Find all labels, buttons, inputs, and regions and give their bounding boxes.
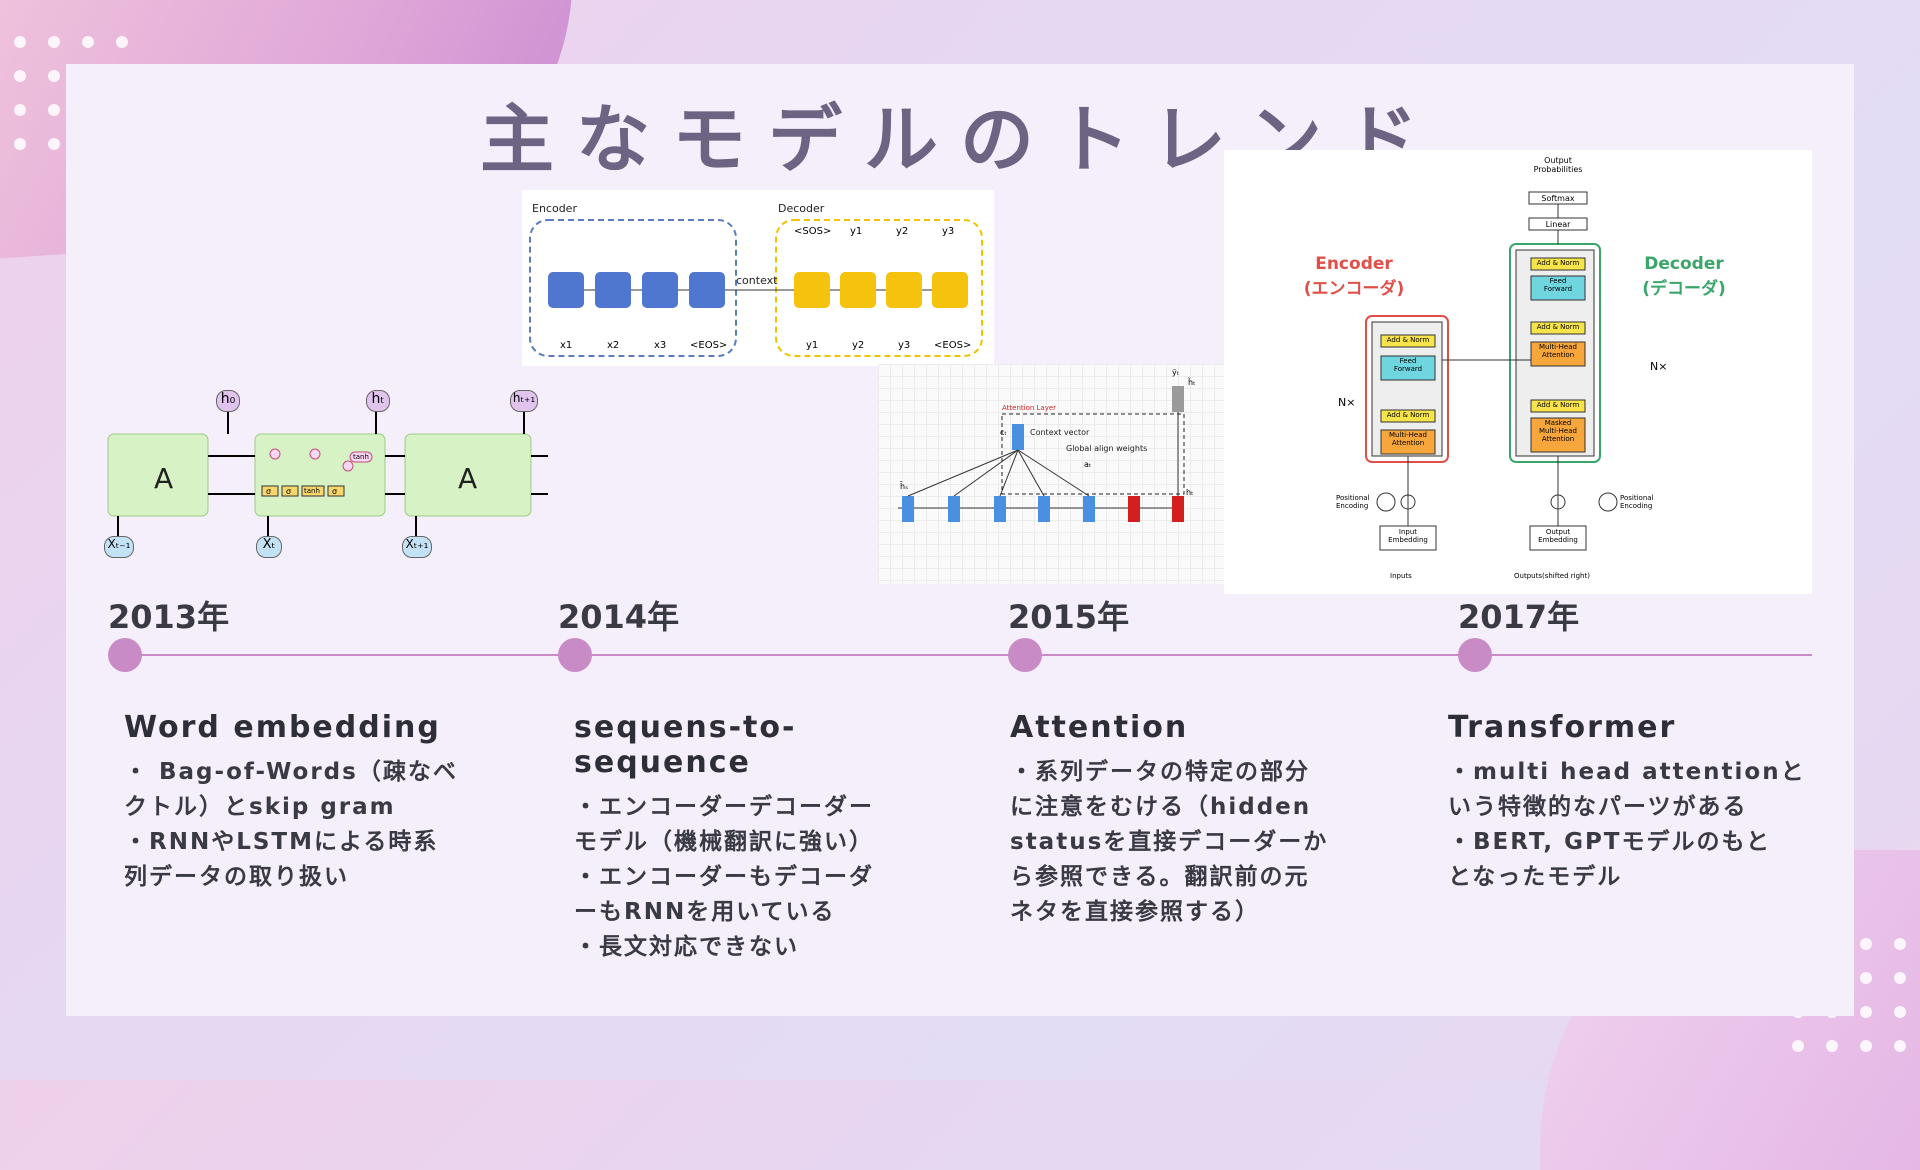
entry-heading: Transformer [1448, 710, 1677, 745]
transformer-pos-enc-left: Positional Encoding [1336, 494, 1370, 510]
seq2seq-dec-in-2: y2 [852, 340, 865, 351]
seq2seq-enc-in-2: x2 [607, 340, 620, 351]
transformer-enc-feed-forward: Feed Forward [1393, 357, 1423, 373]
transformer-nx-left: N× [1338, 396, 1356, 409]
attention-diagram: Attention Layer Context vector Global al… [878, 364, 1224, 584]
entry-body: ・エンコーダーデコーダー モデル（機械翻訳に強い） ・エンコーダーもデコーダ ー… [574, 794, 874, 960]
attention-weights-label: Global align weights [1066, 444, 1148, 453]
transformer-output-probabilities: Output Probabilities [1533, 156, 1583, 174]
seq2seq-context-label: context [736, 274, 778, 287]
rnn-block-label-right: A [458, 462, 478, 495]
rnn-input-xt: Xₜ [256, 536, 282, 558]
timeline-year-2015: 2015年 [1008, 598, 1130, 636]
transformer-dec-feed-forward: Feed Forward [1543, 277, 1573, 293]
rnn-block-label-left: A [154, 462, 174, 495]
transformer-encoder-title: Encoder (エンコーダ) [1303, 254, 1405, 299]
timeline-node-2017 [1458, 638, 1492, 672]
rnn-diagram: A A h₀ hₜ hₜ₊₁ Xₜ₋₁ Xₜ Xₜ₊₁ σ σ tanh σ t… [100, 386, 550, 562]
timeline-year-2013: 2013年 [108, 598, 230, 636]
attention-hs-label: h̄ₛ [900, 482, 909, 491]
seq2seq-dec-out-2: y1 [850, 226, 863, 237]
attention-ct-label: cₜ [1000, 428, 1007, 437]
seq2seq-diagram: Encoder Decoder context x1 x2 x3 <EOS> <… [522, 190, 994, 366]
seq2seq-dec-in-4: <EOS> [934, 340, 972, 351]
rnn-gate-4: σ [332, 487, 338, 496]
transformer-pos-enc-right: Positional Encoding [1620, 494, 1654, 510]
transformer-softmax: Softmax [1541, 194, 1575, 203]
transformer-nx-right: N× [1650, 360, 1668, 373]
timeline-node-2015 [1008, 638, 1042, 672]
timeline-node-2014 [558, 638, 592, 672]
rnn-gate-3: tanh [304, 487, 320, 495]
timeline-entry-2015: Attention ・系列データの特定の部分 に注意をむける（hidden st… [1010, 710, 1390, 930]
transformer-linear: Linear [1545, 220, 1571, 229]
transformer-dec-add-norm-2: Add & Norm [1536, 323, 1580, 331]
timeline-entry-2017: Transformer ・multi head attentionと いう特徴的… [1448, 710, 1828, 895]
timeline-entry-2014: sequens-to-sequence ・エンコーダーデコーダー モデル（機械翻… [574, 710, 954, 965]
seq2seq-dec-in-3: y3 [898, 340, 911, 351]
seq2seq-dec-in-1: y1 [806, 340, 819, 351]
transformer-dec-add-norm-3: Add & Norm [1536, 401, 1580, 409]
rnn-gate-1: σ [266, 487, 272, 496]
entry-heading: sequens-to-sequence [574, 710, 797, 780]
transformer-diagram: Output Probabilities Softmax Linear Enco… [1224, 150, 1812, 594]
transformer-enc-add-norm-1: Add & Norm [1386, 336, 1430, 344]
seq2seq-enc-in-1: x1 [560, 340, 573, 351]
timeline-line [124, 654, 1812, 656]
seq2seq-dec-out-1: <SOS> [794, 226, 832, 237]
seq2seq-enc-in-4: <EOS> [690, 340, 728, 351]
entry-body: ・multi head attentionと いう特徴的なパーツがある ・BER… [1448, 759, 1806, 890]
transformer-decoder-title: Decoder (デコーダ) [1642, 254, 1726, 299]
seq2seq-decoder-label: Decoder [778, 202, 825, 215]
attention-context-vector-label: Context vector [1030, 428, 1090, 437]
attention-ht-tilde-label: h̃ₜ [1188, 378, 1196, 387]
attention-yt-label: ỹₜ [1172, 368, 1180, 377]
entry-heading: Word embedding [124, 710, 441, 745]
rnn-input-xt1: Xₜ₊₁ [402, 536, 432, 558]
transformer-dec-add-norm-1: Add & Norm [1536, 259, 1580, 267]
transformer-inputs-label: Inputs [1390, 572, 1412, 580]
rnn-output-ht: hₜ [366, 390, 390, 412]
timeline-year-2014: 2014年 [558, 598, 680, 636]
seq2seq-encoder-label: Encoder [532, 202, 577, 215]
attention-at-label: aₜ [1084, 460, 1092, 469]
seq2seq-enc-in-3: x3 [654, 340, 667, 351]
entry-body: ・ Bag-of-Words（疎なベ クトル）とskip gram ・RNNやL… [124, 759, 458, 890]
rnn-output-ht1: hₜ₊₁ [510, 390, 538, 412]
transformer-outputs-label: Outputs(shifted right) [1514, 572, 1590, 580]
rnn-tanh-label: tanh [353, 453, 369, 461]
rnn-output-h0: h₀ [216, 390, 240, 412]
timeline-year-2017: 2017年 [1458, 598, 1580, 636]
attention-ht-label: hₜ [1186, 488, 1194, 497]
transformer-output-embedding: Output Embedding [1538, 528, 1578, 544]
seq2seq-dec-out-3: y2 [896, 226, 909, 237]
transformer-dec-multi-head: Multi-Head Attention [1539, 343, 1577, 359]
transformer-enc-multi-head: Multi-Head Attention [1389, 431, 1427, 447]
transformer-enc-add-norm-2: Add & Norm [1386, 411, 1430, 419]
entry-heading: Attention [1010, 710, 1189, 745]
seq2seq-dec-out-4: y3 [942, 226, 955, 237]
rnn-gate-2: σ [286, 487, 292, 496]
rnn-input-xt-1: Xₜ₋₁ [104, 536, 134, 558]
attention-layer-label: Attention Layer [1002, 404, 1057, 412]
transformer-dec-masked-multi-head: Masked Multi-Head Attention [1539, 419, 1577, 443]
timeline-node-2013 [108, 638, 142, 672]
transformer-input-embedding: Input Embedding [1388, 528, 1428, 544]
entry-body: ・系列データの特定の部分 に注意をむける（hidden statusを直接デコー… [1010, 759, 1329, 925]
timeline-entry-2013: Word embedding ・ Bag-of-Words（疎なベ クトル）とs… [124, 710, 504, 895]
